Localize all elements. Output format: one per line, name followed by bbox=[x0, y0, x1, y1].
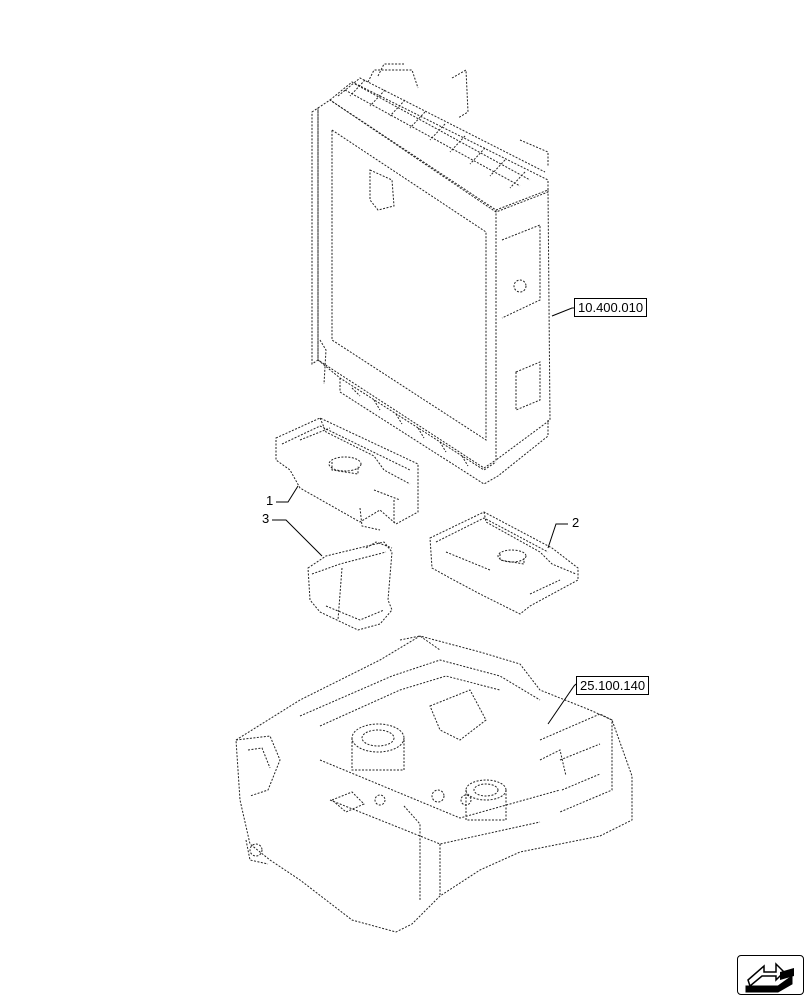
arrow-glyph bbox=[745, 962, 794, 993]
radiator-reference-label[interactable]: 10.400.010 bbox=[574, 298, 648, 317]
leader-frame bbox=[547, 683, 577, 725]
leader-radiator bbox=[551, 307, 574, 317]
next-page-arrow-icon[interactable] bbox=[737, 955, 804, 995]
leader-3 bbox=[272, 519, 323, 557]
part-2-mount bbox=[429, 511, 579, 615]
frame-reference-label[interactable]: 25.100.140 bbox=[576, 676, 650, 695]
callout-2: 2 bbox=[572, 515, 580, 530]
leader-1 bbox=[276, 485, 299, 503]
callout-3: 3 bbox=[262, 511, 270, 526]
leader-2 bbox=[547, 523, 568, 549]
part-3-bushing bbox=[307, 541, 393, 631]
part-1-mount bbox=[275, 417, 419, 531]
callout-1: 1 bbox=[266, 493, 274, 508]
front-frame-assembly bbox=[235, 635, 633, 933]
radiator-assembly bbox=[311, 63, 551, 485]
